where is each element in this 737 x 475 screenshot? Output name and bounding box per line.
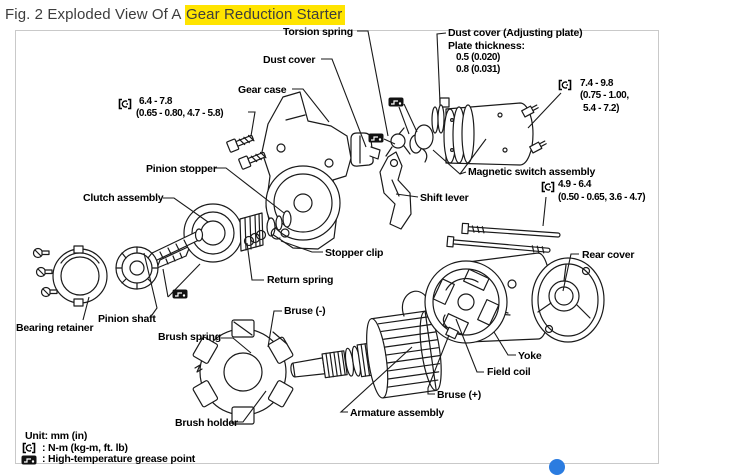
- figure-title: Fig. 2 Exploded View Of A Gear Reduction…: [5, 5, 346, 25]
- label-bruse-minus: Bruse (-): [284, 305, 326, 317]
- label-magnetic-switch: Magnetic switch assembly: [468, 166, 596, 178]
- label-field-coil: Field coil: [487, 366, 531, 378]
- label-plate-value-2: 0.8 (0.031): [456, 64, 500, 75]
- label-plate-value-1: 0.5 (0.020): [456, 52, 500, 63]
- label-rear-cover: Rear cover: [582, 249, 635, 261]
- label-torque-left-2: (0.65 - 0.80, 4.7 - 5.8): [136, 108, 224, 119]
- label-torque-tr-2: (0.75 - 1.00,: [580, 90, 629, 101]
- grease-icon: [21, 455, 37, 465]
- label-bruse-plus: Bruse (+): [437, 389, 482, 401]
- label-plate-thickness: Plate thickness:: [448, 40, 525, 52]
- grease-icon: [388, 97, 404, 107]
- label-dust-cover: Dust cover: [263, 54, 316, 66]
- torque-icon: [118, 98, 132, 110]
- grease-icon: [172, 289, 188, 299]
- label-torsion-spring: Torsion spring: [283, 26, 353, 38]
- torque-icon: [22, 442, 36, 454]
- torque-icon: [558, 79, 572, 91]
- label-torque-mr-1: 4.9 - 6.4: [558, 179, 592, 190]
- label-torque-mr-2: (0.50 - 0.65, 3.6 - 4.7): [558, 192, 646, 203]
- label-pinion-shaft: Pinion shaft: [98, 313, 156, 325]
- figure-title-highlight: Gear Reduction Starter: [184, 5, 346, 25]
- label-brush-holder: Brush holder: [175, 417, 238, 429]
- label-gear-case: Gear case: [238, 84, 287, 96]
- legend-torque-text: : N-m (kg-m, ft. lb): [42, 442, 128, 454]
- label-armature-assembly: Armature assembly: [350, 407, 445, 419]
- figure-title-prefix: Fig. 2 Exploded View Of A: [5, 6, 185, 23]
- label-pinion-stopper: Pinion stopper: [146, 163, 217, 175]
- legend-unit: Unit: mm (in): [25, 430, 88, 442]
- label-torque-left-1: 6.4 - 7.8: [139, 96, 173, 107]
- label-torque-tr-3: 5.4 - 7.2): [583, 103, 620, 114]
- label-yoke: Yoke: [518, 350, 542, 362]
- grease-icon: [368, 133, 384, 143]
- label-bearing-retainer: Bearing retainer: [16, 322, 94, 334]
- torque-icon: [541, 181, 555, 193]
- label-shift-lever: Shift lever: [420, 192, 469, 204]
- label-clutch-assembly: Clutch assembly: [83, 192, 164, 204]
- label-brush-spring: Brush spring: [158, 331, 221, 343]
- label-dust-cover-adjusting: Dust cover (Adjusting plate): [448, 27, 583, 39]
- label-stopper-clip: Stopper clip: [325, 247, 384, 259]
- legend-grease-text: : High-temperature grease point: [42, 453, 196, 465]
- label-torque-tr-1: 7.4 - 9.8: [580, 78, 614, 89]
- label-return-spring: Return spring: [267, 274, 334, 286]
- blue-dot-indicator[interactable]: [549, 459, 565, 475]
